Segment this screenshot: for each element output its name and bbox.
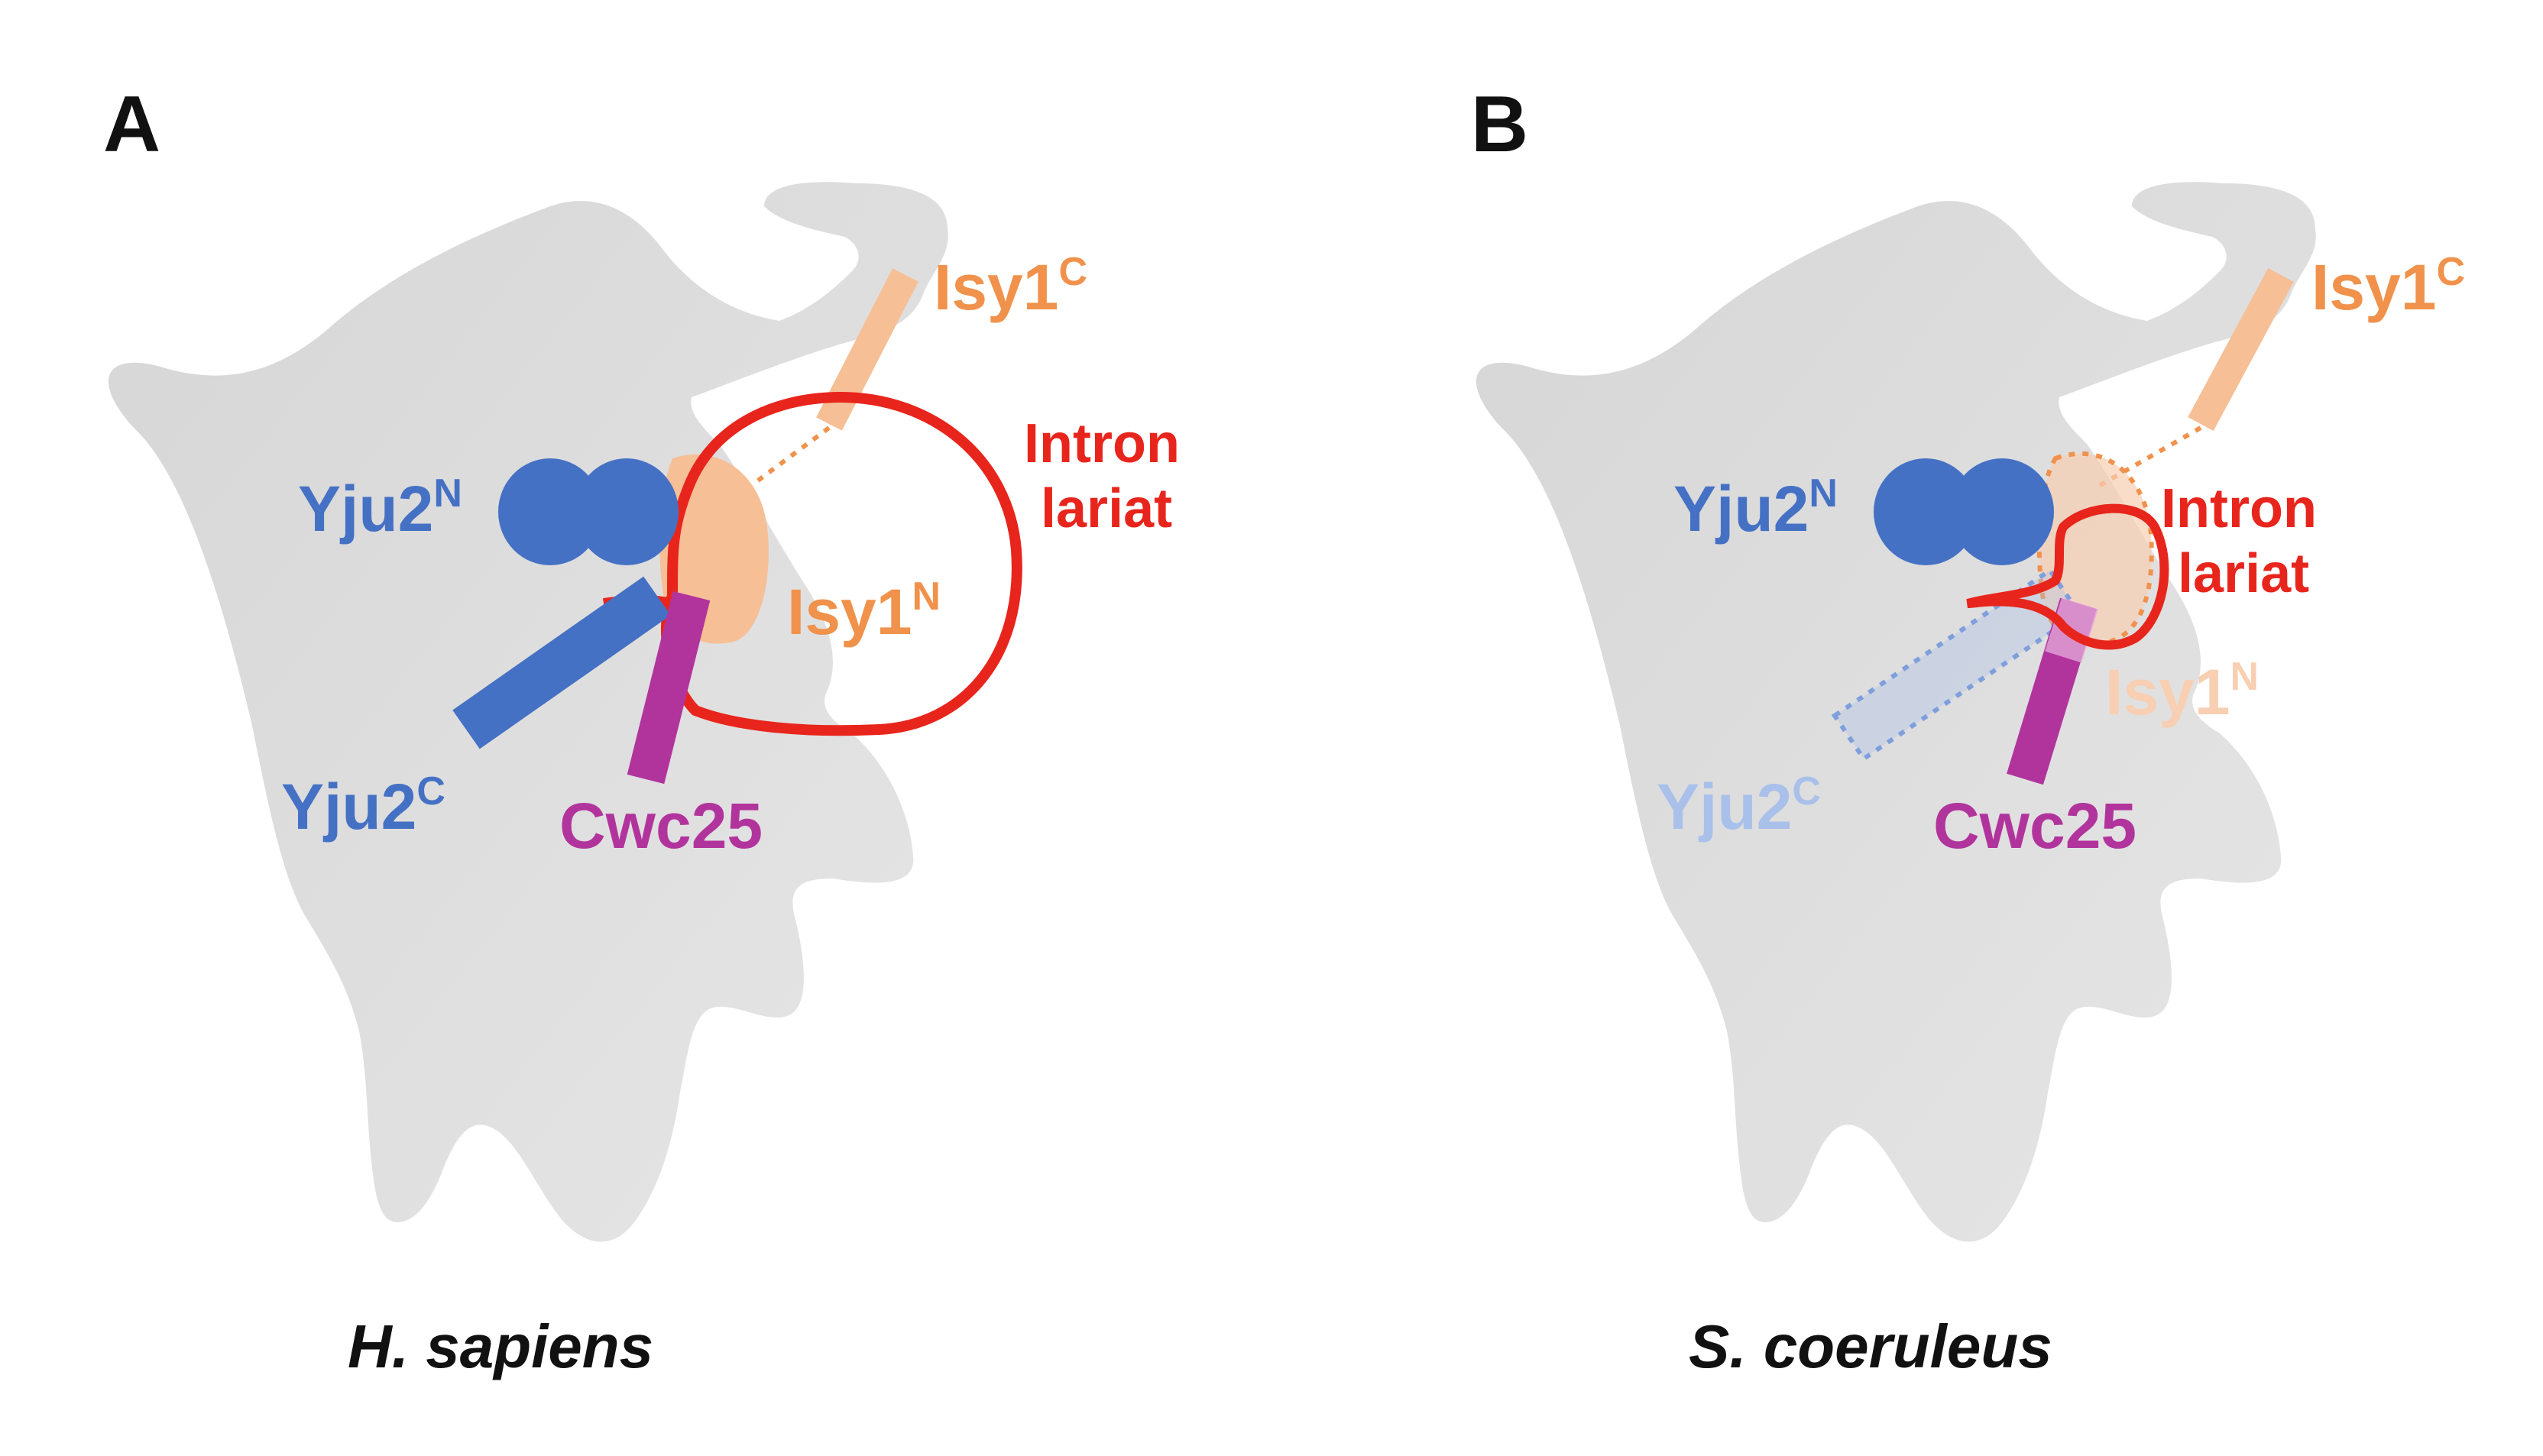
intron-label-line1-a: Intron bbox=[1024, 413, 1180, 474]
panel-letter-b: B bbox=[1471, 80, 1528, 169]
yju2n-label-b: Yju2N bbox=[1673, 471, 1838, 545]
panel-b: B Isy1C Intron lariat Yju2N Isy1N bbox=[1471, 80, 2465, 1380]
intron-lariat-loop-b bbox=[1966, 503, 2169, 650]
cwc25-label-a: Cwc25 bbox=[559, 790, 763, 862]
yju2c-rod-a bbox=[452, 576, 671, 749]
panel-letter-a: A bbox=[103, 80, 160, 169]
cwc25-label-b: Cwc25 bbox=[1933, 790, 2136, 862]
yju2n-label-a: Yju2N bbox=[298, 471, 462, 545]
isy1c-rod-b bbox=[2092, 267, 2294, 491]
yju2n-domain-b bbox=[1874, 458, 2054, 565]
cwc25-rod-a bbox=[627, 590, 711, 785]
yju2c-rod-b bbox=[1831, 567, 2083, 762]
species-label-b: S. coeruleus bbox=[1689, 1312, 2052, 1380]
intron-label-line1-b: Intron bbox=[2161, 478, 2317, 539]
isy1n-label-b: Isy1N bbox=[2105, 655, 2259, 728]
species-label-a: H. sapiens bbox=[348, 1312, 653, 1380]
intron-label-line2-a: lariat bbox=[1041, 478, 1172, 539]
yju2c-label-b: Yju2C bbox=[1657, 769, 1821, 843]
isy1n-label-a: Isy1N bbox=[787, 574, 941, 648]
intron-label-line2-b: lariat bbox=[2178, 543, 2309, 604]
isy1c-label-a: Isy1C bbox=[934, 250, 1087, 323]
yju2c-label-a: Yju2C bbox=[281, 769, 445, 843]
panel-a: A Isy1C Intron lariat Yju2N Isy1N Yju2C … bbox=[103, 80, 1180, 1380]
yju2n-domain-a bbox=[498, 458, 679, 565]
isy1c-label-b: Isy1C bbox=[2311, 250, 2465, 323]
